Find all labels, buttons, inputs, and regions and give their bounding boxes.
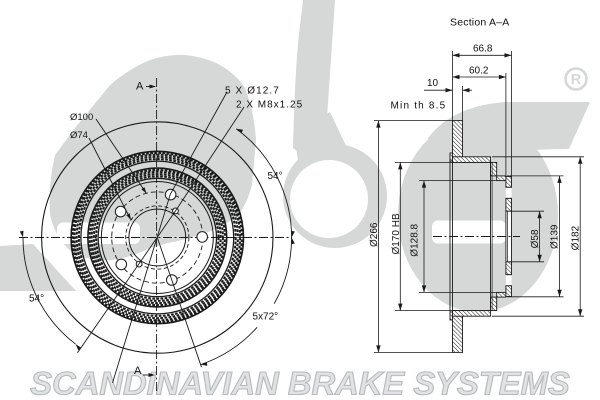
svg-text:Min th 8.5: Min th 8.5 — [391, 101, 447, 112]
svg-text:Ø100: Ø100 — [70, 112, 93, 123]
svg-text:5x72°: 5x72° — [253, 312, 279, 323]
svg-text:54°: 54° — [29, 294, 44, 305]
svg-text:10: 10 — [427, 78, 439, 89]
svg-text:Ø266: Ø266 — [369, 222, 380, 247]
svg-text:66.8: 66.8 — [473, 44, 493, 55]
svg-text:R: R — [571, 72, 582, 88]
svg-text:A: A — [136, 81, 144, 93]
svg-text:54°: 54° — [268, 171, 283, 182]
svg-text:5 X Ø12.7: 5 X Ø12.7 — [225, 86, 280, 97]
svg-text:Section A–A: Section A–A — [450, 17, 509, 29]
svg-text:Ø128.8: Ø128.8 — [410, 223, 421, 256]
svg-text:Ø182: Ø182 — [571, 225, 582, 250]
svg-text:SCANDINAVIAN BRAKE SYSTEMS: SCANDINAVIAN BRAKE SYSTEMS — [30, 367, 569, 400]
svg-text:60.2: 60.2 — [469, 66, 489, 77]
svg-text:Ø74: Ø74 — [70, 130, 88, 141]
svg-text:A: A — [134, 365, 142, 377]
svg-text:Ø170 HB: Ø170 HB — [391, 213, 402, 254]
svg-text:Ø58: Ø58 — [530, 229, 541, 248]
svg-text:Ø139: Ø139 — [550, 224, 561, 249]
svg-text:2 X M8x1.25: 2 X M8x1.25 — [236, 100, 303, 111]
